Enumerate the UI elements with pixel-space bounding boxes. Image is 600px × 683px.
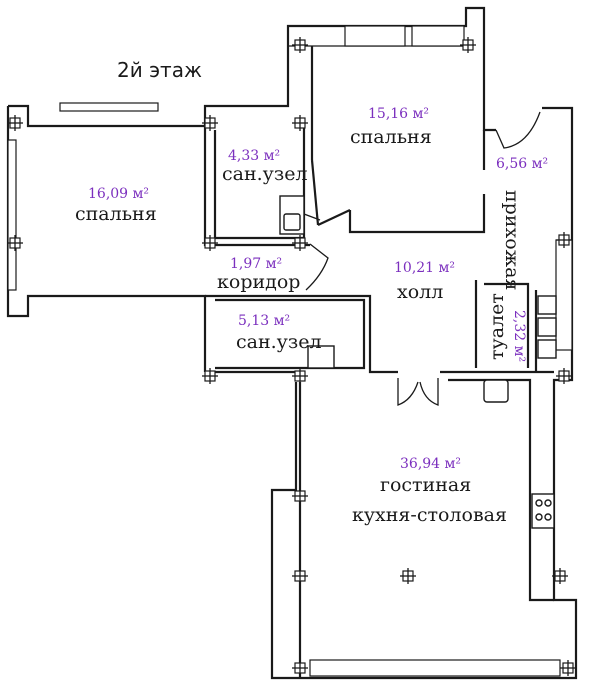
column-marker-icon [7, 115, 23, 131]
toilet-icon [537, 339, 557, 359]
toilet-icon [307, 345, 335, 369]
room-name-bathroom-2: сан.узел [236, 331, 322, 353]
column-marker-icon [552, 568, 568, 584]
column-marker-icon [292, 37, 308, 53]
window-icon [7, 139, 17, 291]
room-area-bedroom-2: 16,09 м² [88, 186, 150, 202]
column-marker-icon [460, 37, 476, 53]
column-marker-icon [292, 115, 308, 131]
door-swing-icon [305, 243, 329, 291]
windows [7, 25, 573, 677]
room-name-toilet: туалет [486, 293, 508, 360]
door-swing-icon [495, 111, 541, 149]
room-area-entrance: 6,56 м² [496, 156, 549, 172]
room-area-bathroom-1: 4,33 м² [228, 148, 281, 164]
column-marker-icon [202, 368, 218, 384]
room-area-toilet: 2,32 м² [511, 310, 527, 363]
room-name-bedroom-1: спальня [350, 126, 432, 148]
column-marker-icon [202, 115, 218, 131]
sink-icon [483, 379, 509, 403]
room-area-bathroom-2: 5,13 м² [238, 313, 291, 329]
stove-icon [531, 493, 555, 529]
fixtures [279, 195, 557, 529]
door-swing-icon [397, 378, 419, 406]
window-icon [344, 25, 406, 47]
window-icon [555, 239, 573, 351]
room-name-kitchen-dining: кухня-столовая [352, 504, 507, 526]
column-marker-icon [292, 368, 308, 384]
sink-icon [283, 213, 301, 231]
column-marker-icon [556, 368, 572, 384]
column-marker-icon [7, 235, 23, 251]
column-marker-icon [292, 568, 308, 584]
window-icon [59, 102, 159, 112]
column-marker-icon [292, 235, 308, 251]
room-area-bedroom-1: 15,16 м² [368, 106, 430, 122]
room-area-hall: 10,21 м² [394, 260, 456, 276]
room-name-bedroom-2: спальня [75, 203, 157, 225]
door-swing-icon [419, 378, 439, 406]
column-marker-icon [560, 660, 576, 676]
room-name-entrance: прихожая [501, 190, 523, 291]
door-swing-icon [303, 213, 321, 221]
room-area-corridor: 1,97 м² [230, 256, 283, 272]
room-name-corridor: коридор [217, 271, 301, 293]
window-icon [411, 25, 465, 47]
column-marker-icon [292, 660, 308, 676]
column-marker-icon [556, 232, 572, 248]
floor-label: 2й этаж [117, 58, 202, 82]
room-name-living: гостиная [380, 474, 472, 496]
room-area-living: 36,94 м² [400, 456, 462, 472]
column-marker-icon [400, 568, 416, 584]
columns [7, 37, 576, 676]
room-name-bathroom-1: сан.узел [222, 163, 308, 185]
sink-icon [537, 317, 557, 337]
sink-icon [537, 295, 557, 315]
window-icon [309, 659, 561, 677]
column-marker-icon [292, 488, 308, 504]
doors [303, 111, 541, 406]
room-name-hall: холл [397, 281, 444, 303]
column-marker-icon [202, 235, 218, 251]
